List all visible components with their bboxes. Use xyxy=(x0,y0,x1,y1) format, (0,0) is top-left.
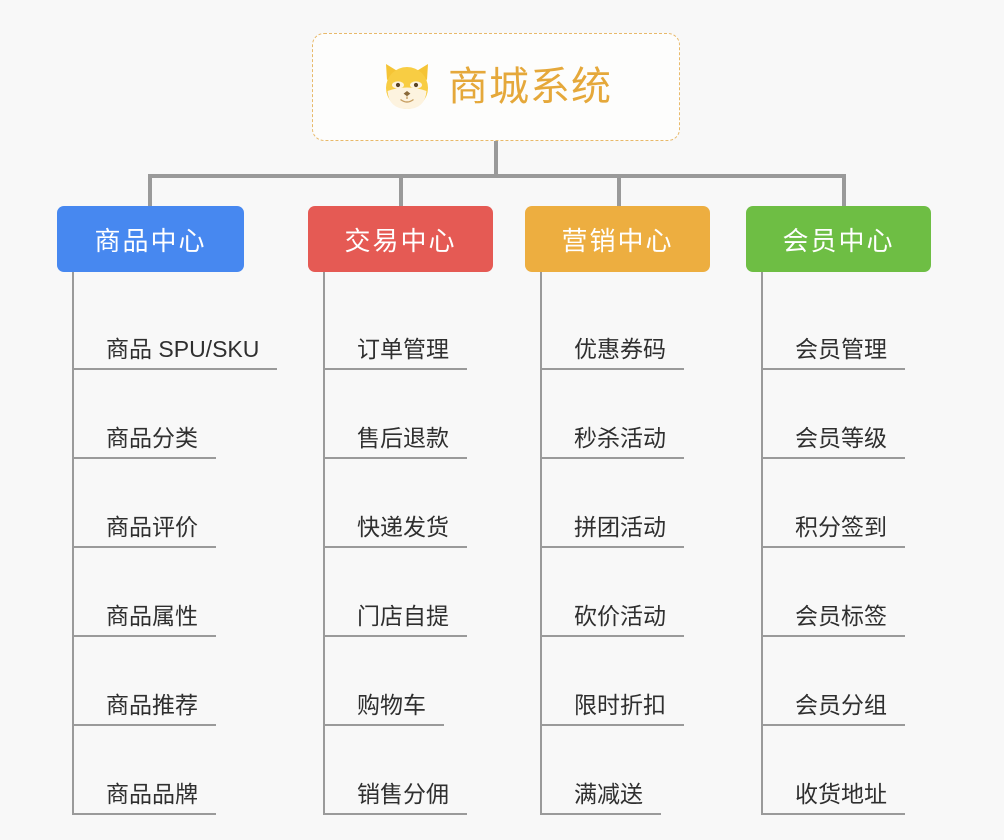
leaf-label: 秒杀活动 xyxy=(540,425,684,459)
leaf-item[interactable]: 商品分类 xyxy=(72,370,244,459)
leaf-item[interactable]: 购物车 xyxy=(323,637,493,726)
leaf-label: 拼团活动 xyxy=(540,514,684,548)
shiba-dog-emoji xyxy=(380,60,434,114)
connector-drop-1 xyxy=(148,174,152,208)
connector-drop-2 xyxy=(399,174,403,208)
leaf-item[interactable]: 商品品牌 xyxy=(72,726,244,815)
leaf-label: 会员等级 xyxy=(761,425,905,459)
leaf-label: 会员管理 xyxy=(761,336,905,370)
leaf-label: 限时折扣 xyxy=(540,692,684,726)
leaf-item[interactable]: 会员等级 xyxy=(761,370,931,459)
leaf-label: 购物车 xyxy=(323,692,444,726)
leaf-item[interactable]: 商品推荐 xyxy=(72,637,244,726)
leaf-item[interactable]: 商品属性 xyxy=(72,548,244,637)
category-header-label: 交易中心 xyxy=(344,225,457,256)
category-header-label: 商品中心 xyxy=(94,225,207,256)
leaf-item[interactable]: 满减送 xyxy=(540,726,710,815)
leaf-item[interactable]: 会员管理 xyxy=(761,272,931,370)
connector-root-stem xyxy=(494,141,498,176)
leaf-label: 订单管理 xyxy=(323,336,467,370)
leaf-label: 商品推荐 xyxy=(72,692,216,726)
connector-horizontal-bus xyxy=(148,174,846,178)
leaf-item[interactable]: 售后退款 xyxy=(323,370,493,459)
leaf-label: 销售分佣 xyxy=(323,781,467,815)
leaf-list-member: 会员管理 会员等级 积分签到 会员标签 会员分组 收货地址 xyxy=(746,272,931,815)
leaf-item[interactable]: 拼团活动 xyxy=(540,459,710,548)
category-column-product: 商品中心 商品 SPU/SKU 商品分类 商品评价 商品属性 商品推荐 商品品牌 xyxy=(57,206,278,815)
leaf-item[interactable]: 快递发货 xyxy=(323,459,493,548)
leaf-item[interactable]: 砍价活动 xyxy=(540,548,710,637)
spine-trade xyxy=(323,272,325,815)
leaf-label: 会员标签 xyxy=(761,603,905,637)
category-header-member[interactable]: 会员中心 xyxy=(746,206,931,272)
connector-drop-3 xyxy=(617,174,621,208)
leaf-label: 商品属性 xyxy=(72,603,216,637)
leaf-list-trade: 订单管理 售后退款 快递发货 门店自提 购物车 销售分佣 xyxy=(308,272,493,815)
leaf-item[interactable]: 收货地址 xyxy=(761,726,931,815)
category-header-marketing[interactable]: 营销中心 xyxy=(525,206,710,272)
category-header-label: 会员中心 xyxy=(782,225,895,256)
leaf-item[interactable]: 会员分组 xyxy=(761,637,931,726)
leaf-item[interactable]: 优惠券码 xyxy=(540,272,710,370)
root-node[interactable]: 商城系统 xyxy=(312,33,680,141)
spine-member xyxy=(761,272,763,815)
leaf-list-marketing: 优惠券码 秒杀活动 拼团活动 砍价活动 限时折扣 满减送 xyxy=(525,272,710,815)
leaf-label: 商品 SPU/SKU xyxy=(72,336,278,370)
leaf-item[interactable]: 商品评价 xyxy=(72,459,244,548)
leaf-item[interactable]: 会员标签 xyxy=(761,548,931,637)
leaf-label: 砍价活动 xyxy=(540,603,684,637)
leaf-label: 商品品牌 xyxy=(72,781,216,815)
leaf-item[interactable]: 限时折扣 xyxy=(540,637,710,726)
leaf-label: 售后退款 xyxy=(323,425,467,459)
leaf-label: 满减送 xyxy=(540,781,661,815)
category-column-member: 会员中心 会员管理 会员等级 积分签到 会员标签 会员分组 收货地址 xyxy=(746,206,931,815)
leaf-item[interactable]: 秒杀活动 xyxy=(540,370,710,459)
leaf-label: 门店自提 xyxy=(323,603,467,637)
leaf-item[interactable]: 积分签到 xyxy=(761,459,931,548)
category-column-trade: 交易中心 订单管理 售后退款 快递发货 门店自提 购物车 销售分佣 xyxy=(308,206,493,815)
category-header-trade[interactable]: 交易中心 xyxy=(308,206,493,272)
category-header-label: 营销中心 xyxy=(561,225,674,256)
leaf-item[interactable]: 门店自提 xyxy=(323,548,493,637)
spine-marketing xyxy=(540,272,542,815)
leaf-label: 积分签到 xyxy=(761,514,905,548)
leaf-label: 商品评价 xyxy=(72,514,216,548)
connector-drop-4 xyxy=(842,174,846,208)
leaf-label: 优惠券码 xyxy=(540,336,684,370)
leaf-label: 会员分组 xyxy=(761,692,905,726)
leaf-item[interactable]: 订单管理 xyxy=(323,272,493,370)
root-title: 商城系统 xyxy=(448,65,612,109)
leaf-list-product: 商品 SPU/SKU 商品分类 商品评价 商品属性 商品推荐 商品品牌 xyxy=(57,272,278,815)
category-column-marketing: 营销中心 优惠券码 秒杀活动 拼团活动 砍价活动 限时折扣 满减送 xyxy=(525,206,710,815)
leaf-label: 收货地址 xyxy=(761,781,905,815)
leaf-label: 商品分类 xyxy=(72,425,216,459)
category-header-product[interactable]: 商品中心 xyxy=(57,206,244,272)
leaf-label: 快递发货 xyxy=(323,514,467,548)
leaf-item[interactable]: 销售分佣 xyxy=(323,726,493,815)
leaf-item[interactable]: 商品 SPU/SKU xyxy=(72,272,278,370)
spine-product xyxy=(72,272,74,815)
